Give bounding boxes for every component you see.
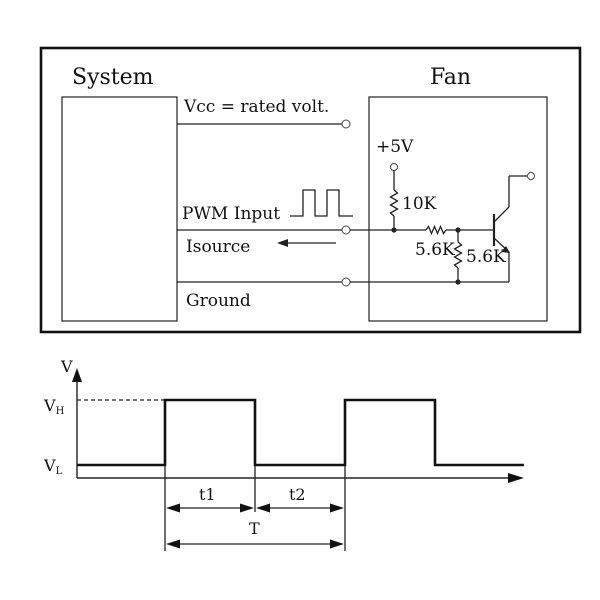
t1-label: t1	[199, 485, 216, 504]
voltage-axis-arrow	[72, 368, 82, 382]
t2-arrow-left	[256, 503, 270, 513]
schematic: System Fan Vcc = rated volt. +5V 10K PWM…	[39, 46, 582, 334]
isource-arrowhead	[277, 239, 288, 247]
vl-label: VL	[43, 456, 63, 477]
t1-arrow-left	[166, 503, 180, 513]
collector-terminal	[527, 172, 535, 180]
r56a-label: 5.6K	[415, 240, 455, 260]
ground-junction-dot	[455, 279, 461, 285]
schematic-frame	[39, 46, 582, 334]
timing-diagram: V VH VL t1 t2 T	[43, 357, 524, 551]
pwm-terminal	[341, 225, 351, 235]
vcc-terminal	[341, 119, 351, 129]
t2-arrow-right	[330, 503, 344, 513]
junction-dot	[391, 227, 397, 233]
system-label: System	[72, 65, 154, 90]
resistor-10k	[389, 189, 399, 217]
plus5v-terminal	[390, 163, 398, 171]
r56b-label: 5.6K	[466, 247, 506, 267]
npn-transistor	[492, 172, 535, 282]
pwm-pulse-icon	[290, 189, 353, 217]
vh-label: VH	[43, 396, 65, 417]
ground-terminal	[341, 277, 351, 287]
pwm-input-label: PWM Input	[182, 204, 280, 224]
time-axis-arrow	[508, 473, 524, 483]
resistor-5k6-series	[425, 224, 447, 236]
pwm-waveform	[77, 398, 524, 467]
t1-arrow-right	[240, 503, 254, 513]
ground-label: Ground	[186, 291, 251, 311]
isource-label: Isource	[186, 237, 250, 257]
fan-box	[368, 96, 548, 322]
fan-label: Fan	[430, 65, 471, 90]
system-box	[61, 96, 178, 322]
plus5v-label: +5V	[376, 137, 414, 157]
r10k-label: 10K	[402, 194, 437, 214]
t2-label: t2	[289, 485, 306, 504]
period-arrow-right	[330, 539, 344, 549]
period-arrow-left	[166, 539, 180, 549]
vcc-label: Vcc = rated volt.	[183, 97, 329, 117]
resistor-5k6-shunt	[453, 241, 463, 269]
period-label: T	[249, 519, 260, 538]
axis-v-label: V	[60, 357, 73, 376]
